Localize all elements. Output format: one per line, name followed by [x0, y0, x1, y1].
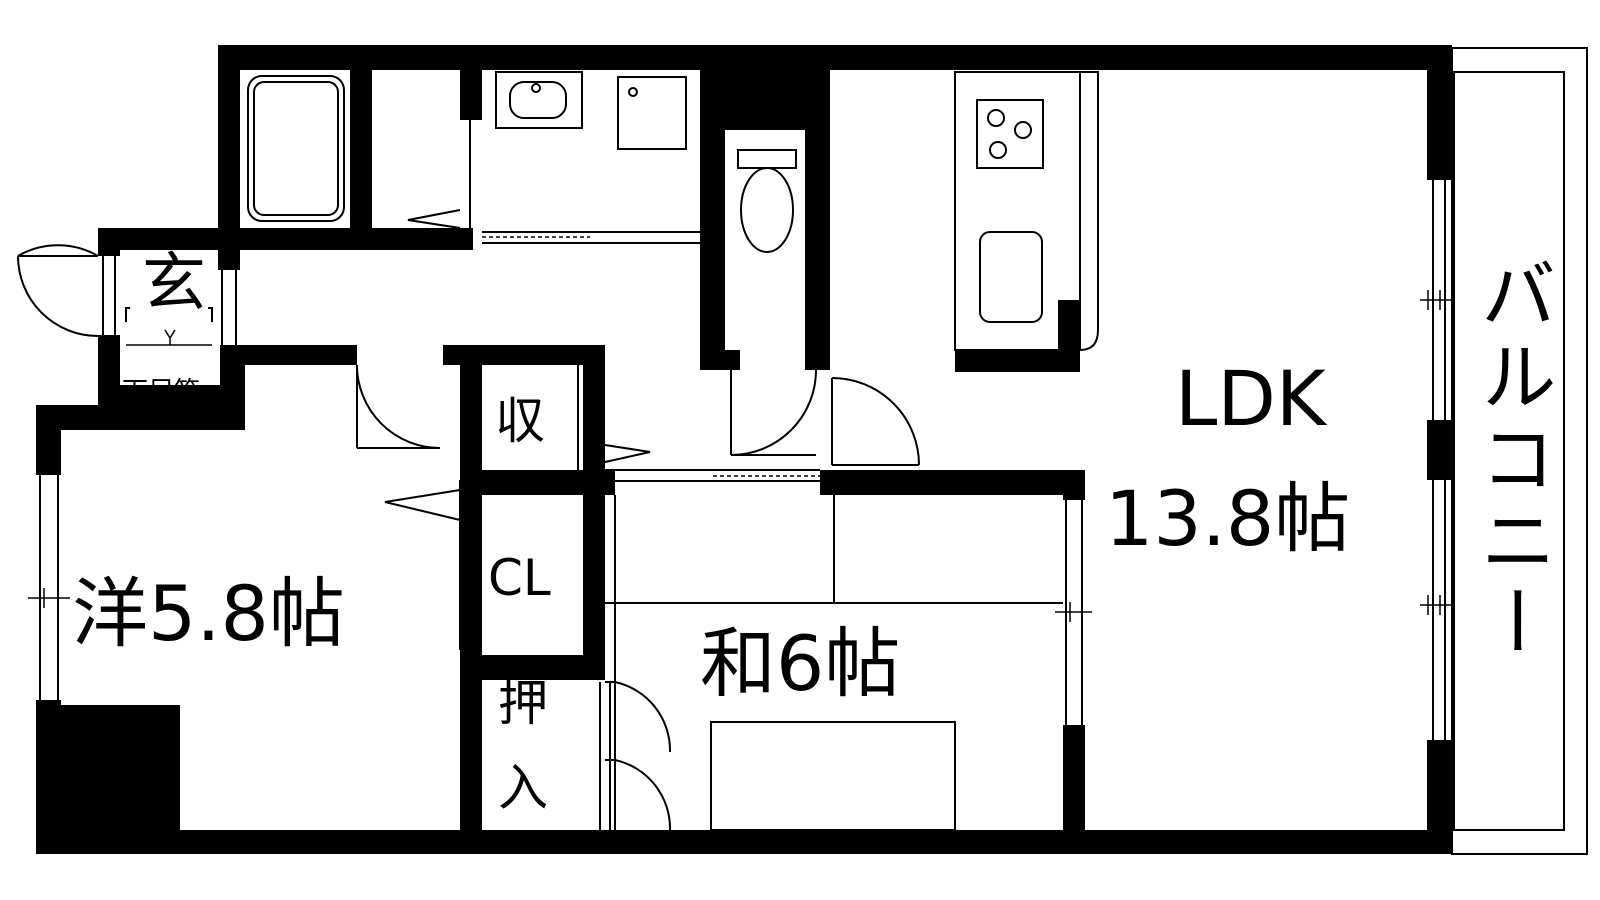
- walls: [36, 45, 1452, 854]
- western-door: [356, 364, 441, 449]
- bathtub: [247, 75, 345, 222]
- balcony-railing: [1453, 71, 1565, 831]
- oshiire-label-bottom: 入: [498, 759, 548, 817]
- western-room-label: 洋5.8帖: [72, 569, 345, 658]
- ldk-size-label: 13.8帖: [1105, 474, 1350, 563]
- shoe-box: [125, 307, 213, 346]
- oshiire-label-top: 押: [498, 674, 548, 732]
- oshiire-doors: [599, 681, 672, 831]
- entrance-door: [17, 244, 99, 337]
- toilet: [737, 149, 797, 253]
- washing-machine-pan: [617, 76, 687, 150]
- tatami-lines: [605, 495, 1063, 831]
- closet-label: CL: [488, 549, 551, 607]
- japanese-room-label: 和6帖: [700, 619, 900, 708]
- ldk-door: [831, 377, 920, 466]
- wash-basin: [495, 71, 583, 129]
- windows: [28, 180, 1455, 740]
- kitchen-counter: [954, 71, 1099, 351]
- balcony-label: バルコニー: [1468, 255, 1557, 665]
- storage-label: 収: [495, 392, 545, 450]
- storage-doors: [384, 365, 820, 650]
- ldk-name-label: LDK: [1175, 354, 1328, 443]
- shoe-box-label: 下足箱: [122, 377, 200, 407]
- entrance-label: 玄: [142, 247, 206, 321]
- toilet-door: [730, 369, 817, 456]
- washroom-door: [407, 120, 700, 244]
